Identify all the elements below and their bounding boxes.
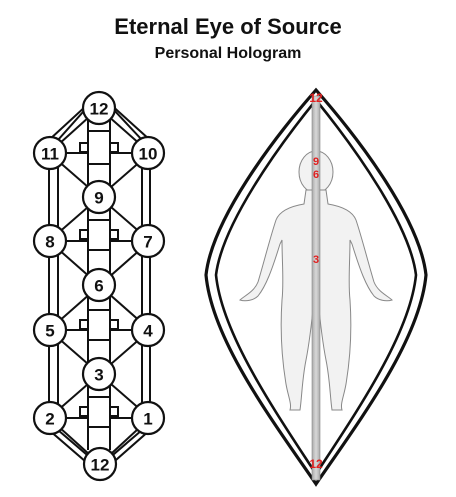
- tree-of-life: 12 11 10 9 8 7 6 5 4 3 2 1 12: [32, 90, 166, 482]
- tree-node-circle: [130, 400, 166, 436]
- tree-node-label: 9: [94, 189, 103, 208]
- tree-node-label: 12: [91, 456, 110, 475]
- tree-node-circle: [32, 312, 68, 348]
- tree-node-label: 10: [139, 145, 158, 164]
- tree-node-circle: [130, 223, 166, 259]
- tree-node-circle: [82, 446, 118, 482]
- top-point-label: 12: [309, 91, 323, 105]
- eye-outline-outer: [204, 87, 428, 487]
- tree-node: 10: [130, 135, 166, 171]
- central-channel: [311, 95, 321, 481]
- tree-crosses: [79, 130, 119, 428]
- tree-node: 12: [81, 90, 117, 126]
- tree-node: 4: [130, 312, 166, 348]
- tree-nodes: 12 11 10 9 8 7 6 5 4 3 2 1 12: [32, 90, 166, 482]
- tree-node-label: 1: [143, 410, 152, 429]
- tree-node-circle: [32, 400, 68, 436]
- tree-node-circle: [130, 135, 166, 171]
- tree-node-label: 5: [45, 322, 54, 341]
- tree-node: 2: [32, 400, 68, 436]
- tree-node: 11: [32, 135, 68, 171]
- tree-node-circle: [81, 267, 117, 303]
- tree-node-label: 2: [45, 410, 54, 429]
- bottom-point-label: 12: [309, 457, 323, 471]
- tree-node: 8: [32, 223, 68, 259]
- page-subtitle: Personal Hologram: [154, 45, 302, 62]
- tree-node-label: 4: [143, 322, 153, 341]
- eternal-eye: 12 9 6 3 12: [204, 87, 428, 487]
- tree-node-label: 7: [143, 233, 152, 252]
- tree-node-circle: [81, 356, 117, 392]
- tree-node-label: 8: [45, 233, 54, 252]
- tree-node: 12: [82, 446, 118, 482]
- head-label-9: 9: [313, 156, 319, 168]
- tree-node-circle: [130, 312, 166, 348]
- tree-node: 9: [81, 179, 117, 215]
- tree-node-circle: [32, 135, 68, 171]
- tree-node-circle: [81, 90, 117, 126]
- tree-node-label: 6: [94, 277, 103, 296]
- tree-node-label: 11: [41, 145, 59, 164]
- tree-node-circle: [81, 179, 117, 215]
- tree-node: 1: [130, 400, 166, 436]
- core-label: 3: [313, 254, 319, 266]
- tree-node-label: 3: [94, 366, 103, 385]
- head-label-6: 6: [313, 169, 319, 181]
- tree-node: 7: [130, 223, 166, 259]
- tree-node-circle: [32, 223, 68, 259]
- page-title: Eternal Eye of Source: [114, 14, 342, 39]
- tree-node: 3: [81, 356, 117, 392]
- tree-node: 5: [32, 312, 68, 348]
- tree-node-label: 12: [90, 100, 109, 119]
- tree-node: 6: [81, 267, 117, 303]
